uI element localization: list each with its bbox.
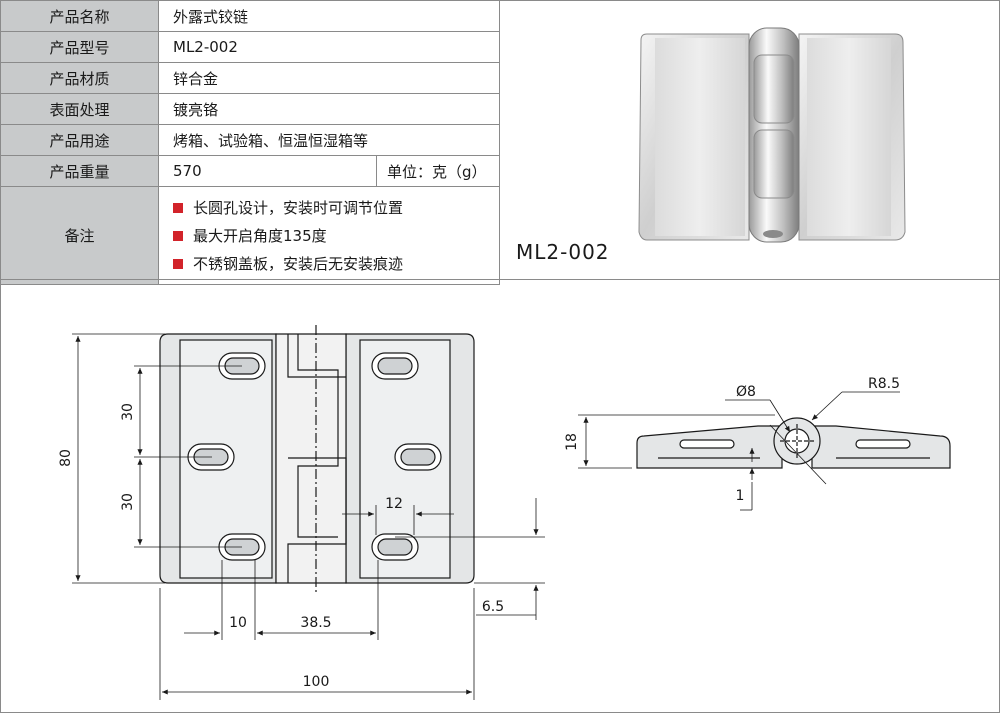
spec-label: 产品名称 [0,0,159,32]
weight-unit: 单位：克（g） [376,155,500,187]
spec-label: 表面处理 [0,93,159,125]
svg-text:80: 80 [58,449,74,467]
spec-value: 镀亮铬 [158,93,500,125]
svg-text:30: 30 [120,403,136,421]
model-label: ML2-002 [516,240,610,264]
svg-text:R8.5: R8.5 [868,376,900,392]
bullet-icon [173,202,183,213]
svg-text:1: 1 [736,488,745,504]
spec-table: 产品名称 外露式铰链 产品型号 ML2-002 产品材质 锌合金 表面处理 镀亮… [0,0,500,285]
svg-text:Ø8: Ø8 [736,384,756,400]
notes-label: 备注 [0,186,159,285]
spec-value: 外露式铰链 [158,0,500,32]
spec-value: ML2-002 [158,31,500,63]
note-item: 最大开启角度135度 [173,222,499,250]
spec-label: 产品型号 [0,31,159,63]
front-view [159,325,475,592]
front-dimensions [72,333,545,700]
product-photo [501,0,1000,279]
spec-label: 产品材质 [0,62,159,94]
spec-value: 锌合金 [158,62,500,94]
notes-cell: 长圆孔设计，安装时可调节位置 最大开启角度135度 不锈钢盖板，安装后无安装痕迹 [158,186,500,285]
bullet-icon [173,258,183,269]
spec-value: 烤箱、试验箱、恒温恒湿箱等 [158,124,500,156]
technical-drawing: 80 30 30 100 10 38.5 12 6.5 [0,280,1000,713]
side-dimensions [578,391,900,511]
note-item: 不锈钢盖板，安装后无安装痕迹 [173,250,499,278]
side-dimension-text: Ø8 R8.5 18 1 [564,376,900,504]
bullet-icon [173,230,183,241]
svg-text:100: 100 [303,674,330,690]
note-item: 长圆孔设计，安装时可调节位置 [173,194,499,222]
svg-text:12: 12 [385,496,403,512]
svg-text:18: 18 [564,433,580,451]
spec-label: 产品用途 [0,124,159,156]
spec-value: 570 [158,155,377,187]
divider [0,279,1000,280]
svg-text:38.5: 38.5 [300,615,331,631]
svg-text:6.5: 6.5 [482,599,504,615]
notes-list: 长圆孔设计，安装时可调节位置 最大开启角度135度 不锈钢盖板，安装后无安装痕迹 [159,188,499,284]
svg-text:10: 10 [229,615,247,631]
front-dimension-text: 80 30 30 100 10 38.5 12 6.5 [58,403,504,690]
side-view [636,417,951,469]
svg-text:30: 30 [120,493,136,511]
spec-label: 产品重量 [0,155,159,187]
